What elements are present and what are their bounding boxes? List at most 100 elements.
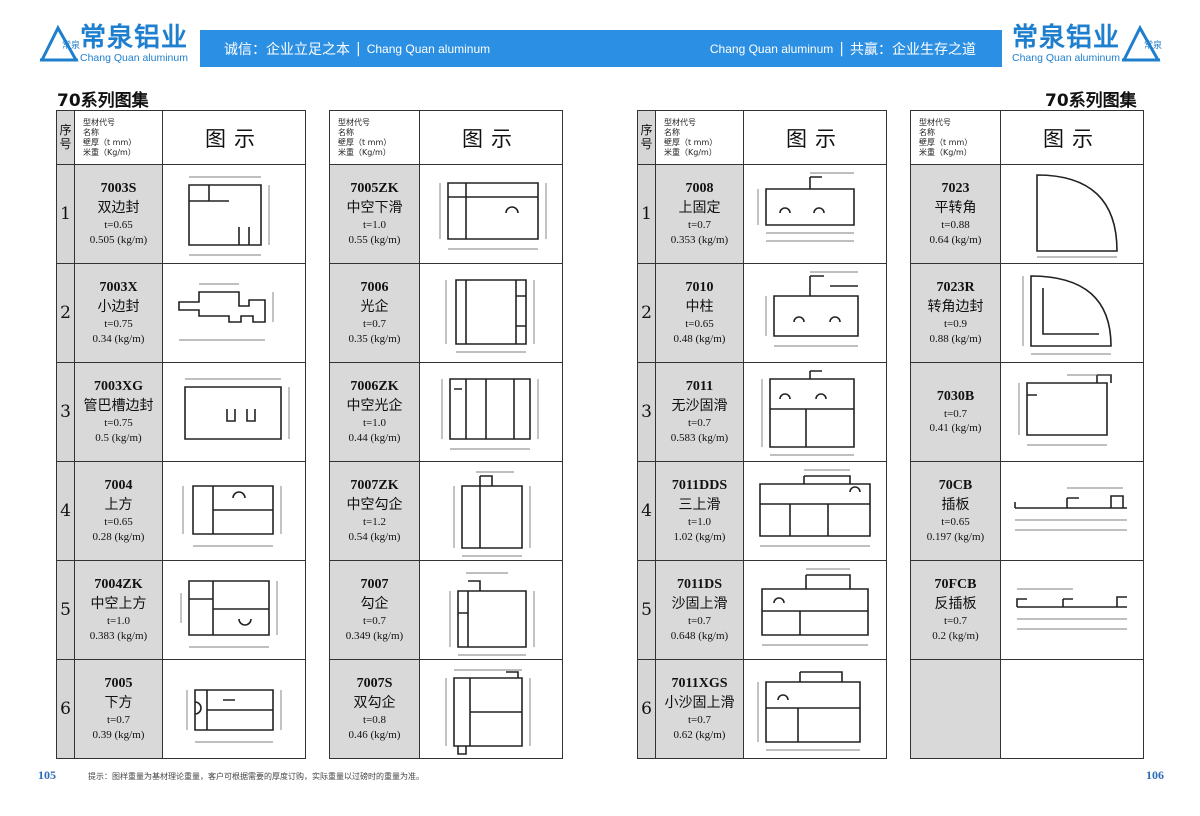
profile-code: 7023 xyxy=(941,181,970,197)
profile-figure xyxy=(1000,461,1144,561)
brand-name-cn: 常泉铝业 xyxy=(1012,22,1121,53)
profile-figure xyxy=(162,659,306,759)
header-info-line: 名称 xyxy=(338,127,354,137)
header-info-line: 壁厚（t mm） xyxy=(338,137,392,147)
header-info-line: 型材代号 xyxy=(83,117,115,127)
profile-thickness: t=0.8 xyxy=(362,714,386,727)
profile-name: 中柱 xyxy=(685,299,714,316)
profile-thickness: t=0.7 xyxy=(687,417,711,430)
profile-7005-icon xyxy=(186,689,282,743)
profile-weight: 0.2 (kg/m) xyxy=(932,629,979,642)
profile-weight: 0.197 (kg/m) xyxy=(926,530,985,543)
profile-thickness: t=0.65 xyxy=(104,516,133,529)
profile-7011-icon xyxy=(761,370,855,456)
profile-weight: 0.41 (kg/m) xyxy=(929,422,982,435)
profile-weight: 0.34 (kg/m) xyxy=(92,332,145,345)
table-row xyxy=(910,659,1144,759)
profile-code: 7008 xyxy=(685,181,714,197)
profile-thickness: t=0.88 xyxy=(941,219,970,232)
profile-name: 插板 xyxy=(941,497,970,514)
profile-7011ds-icon xyxy=(761,568,869,646)
profile-name: 光企 xyxy=(360,299,389,316)
profile-thickness: t=0.7 xyxy=(362,615,386,628)
profile-thickness: t=0.65 xyxy=(104,219,133,232)
profile-figure xyxy=(1000,164,1144,264)
profile-name: 双边封 xyxy=(97,200,140,217)
profile-weight: 0.35 (kg/m) xyxy=(348,332,401,345)
profile-code: 7011 xyxy=(685,379,714,395)
profile-code: 7005ZK xyxy=(350,181,399,197)
profile-7008-icon xyxy=(757,172,855,242)
profile-figure xyxy=(1000,560,1144,660)
row-number: 6 xyxy=(56,659,75,759)
page-number-left: 105 xyxy=(38,768,56,782)
profile-figure xyxy=(162,362,306,462)
profile-name: 无沙固滑 xyxy=(671,398,728,415)
profile-weight: 0.28 (kg/m) xyxy=(92,530,145,543)
profile-figure xyxy=(419,263,563,363)
page-number-right: 106 xyxy=(1146,768,1164,782)
row-number: 1 xyxy=(637,164,656,264)
profile-7003x-icon xyxy=(178,283,274,341)
profile-7011dds-icon xyxy=(759,469,871,547)
profile-7030b-icon xyxy=(1018,374,1112,446)
profile-code: 7011DDS xyxy=(671,478,728,494)
brand-logo-left: 常泉 常泉铝业 Chang Quan aluminum xyxy=(38,24,188,64)
profile-weight: 0.64 (kg/m) xyxy=(929,233,982,246)
profile-thickness: t=0.7 xyxy=(943,407,967,420)
profile-figure xyxy=(419,560,563,660)
profile-figure xyxy=(162,560,306,660)
profile-weight: 0.505 (kg/m) xyxy=(89,233,148,246)
profile-weight: 0.648 (kg/m) xyxy=(670,629,729,642)
profile-figure xyxy=(419,362,563,462)
header-info-line: 型材代号 xyxy=(919,117,951,127)
profile-name: 中空勾企 xyxy=(346,497,403,514)
profile-figure xyxy=(419,461,563,561)
profile-code: 7006 xyxy=(360,280,389,296)
header-info-line: 壁厚（t mm） xyxy=(83,137,137,147)
profile-thickness: t=1.0 xyxy=(362,417,386,430)
profile-name: 上方 xyxy=(104,497,133,514)
profile-code: 70FCB xyxy=(934,577,977,593)
header-info: 型材代号名称壁厚（t mm）米重（Kg/m） xyxy=(74,110,163,165)
header-info: 型材代号名称壁厚（t mm）米重（Kg/m） xyxy=(910,110,1001,165)
profile-code: 7003X xyxy=(99,280,138,296)
profile-figure xyxy=(743,461,887,561)
header-figure: 图示 xyxy=(1000,110,1144,165)
profile-name: 沙固上滑 xyxy=(671,596,728,613)
profile-7010-icon xyxy=(765,271,859,347)
profile-weight: 0.44 (kg/m) xyxy=(348,431,401,444)
banner-right: Chang Quan aluminum | 共赢：企业生存之道 xyxy=(600,30,1002,67)
header-info-line: 名称 xyxy=(83,127,99,137)
row-number: 5 xyxy=(637,560,656,660)
profile-weight: 0.5 (kg/m) xyxy=(95,431,142,444)
profile-thickness: t=0.7 xyxy=(687,219,711,232)
profile-thickness: t=1.2 xyxy=(362,516,386,529)
profile-thickness: t=0.9 xyxy=(943,318,967,331)
header-info-line: 米重（Kg/m） xyxy=(664,147,717,157)
row-number: 5 xyxy=(56,560,75,660)
